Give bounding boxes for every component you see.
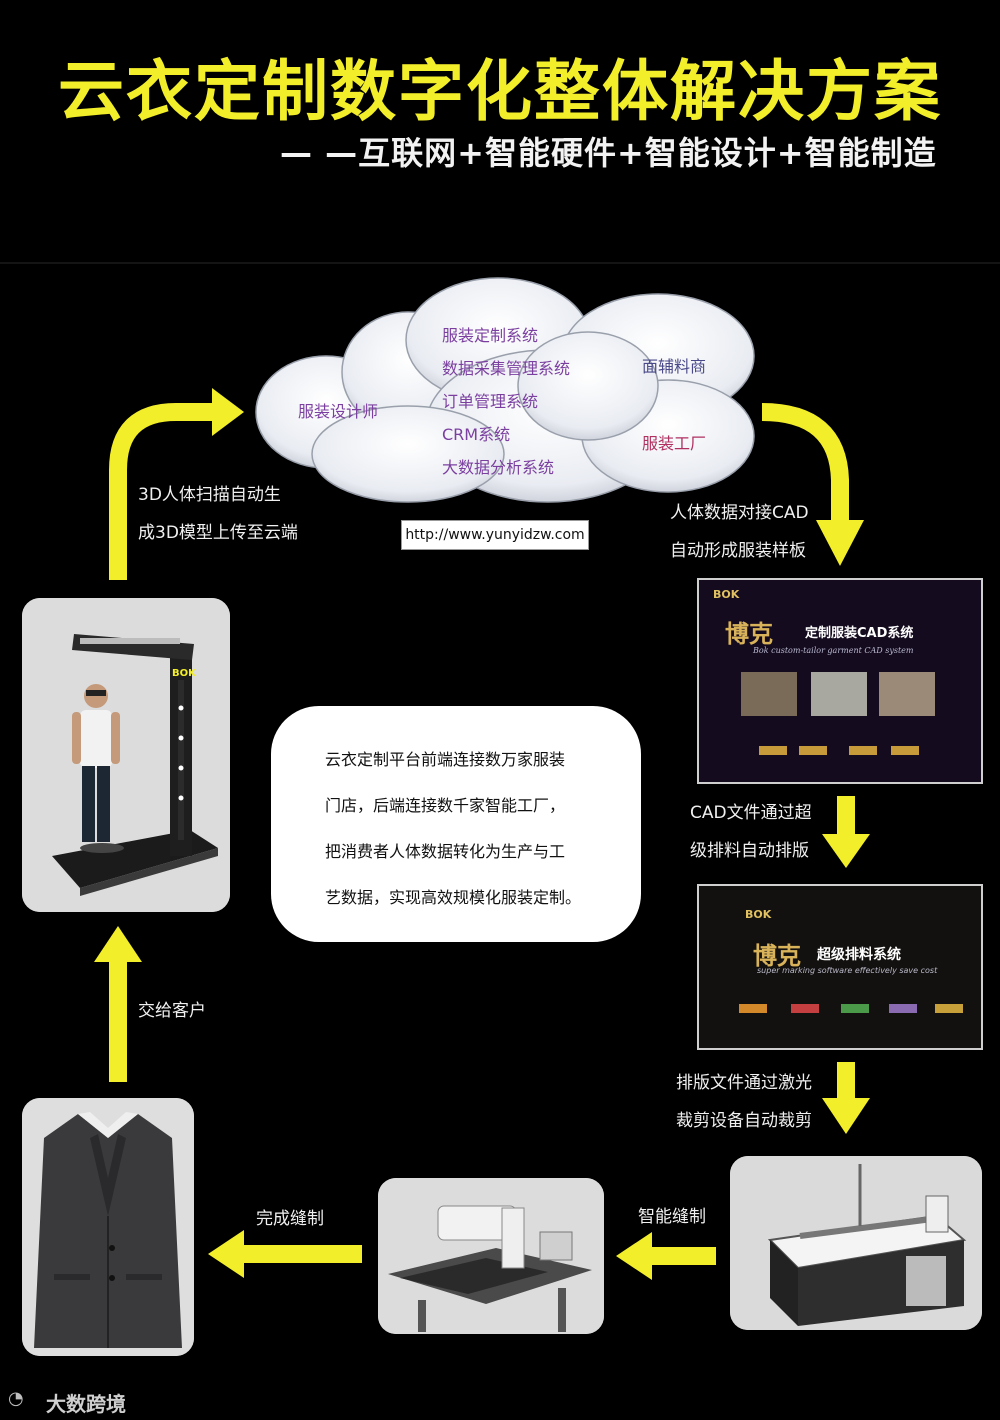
info-line-1: 云衣定制平台前端连接数万家服装 — [325, 750, 566, 769]
step-cad-line-1: 人体数据对接CAD — [670, 503, 809, 523]
watermark-text: 大数跨境 — [46, 1392, 126, 1416]
cloud-designer-label: 服装设计师 — [298, 402, 379, 421]
marking-software-screenshot: BOK 博克 超级排料系统 super marking software eff… — [697, 884, 983, 1050]
cloud-system-4: CRM系统 — [442, 425, 511, 444]
cad-thumb-1 — [741, 672, 797, 716]
step-scan-line-1: 3D人体扫描自动生 — [138, 485, 281, 505]
page-subtitle: — —互联网+智能硬件+智能设计+智能制造 — [280, 134, 937, 172]
cad-button-3[interactable] — [849, 746, 877, 755]
laser-cutter-illustration — [730, 1156, 982, 1330]
cloud-system-2: 数据采集管理系统 — [442, 359, 571, 378]
marking-english-name: super marking software effectively save … — [757, 966, 938, 975]
cad-software-screenshot: BOK 博克 定制服装CAD系统 Bok custom-tailor garme… — [697, 578, 983, 784]
cloud-graphic — [255, 277, 755, 503]
step-cutting-line-2: 裁剪设备自动裁剪 — [676, 1111, 812, 1131]
arrowhead-cad-to-marking — [822, 834, 870, 868]
header-divider — [0, 262, 1000, 264]
cad-english-name: Bok custom-tailor garment CAD system — [753, 646, 914, 655]
arrow-scan-to-cloud — [109, 403, 214, 580]
step-cad-line-2: 自动形成服装样板 — [670, 541, 806, 561]
marking-button-3[interactable] — [841, 1004, 869, 1013]
info-line-4: 艺数据，实现高效规模化服装定制。 — [325, 888, 582, 907]
step-marking-line-2: 级排料自动排版 — [690, 841, 809, 861]
cloud-factory-label: 服装工厂 — [642, 434, 707, 453]
cloud-supplier-label: 面辅料商 — [642, 357, 707, 376]
cloud-system-1: 服装定制系统 — [442, 326, 539, 345]
info-bubble: 云衣定制平台前端连接数万家服装 门店，后端连接数千家智能工厂， 把消费者人体数据… — [271, 706, 641, 942]
scanner-brand-logo: BOK — [172, 668, 196, 679]
marking-button-1[interactable] — [739, 1004, 767, 1013]
cad-button-2[interactable] — [799, 746, 827, 755]
arrowhead-cloud-to-cad — [816, 520, 864, 566]
step-marking-line-1: CAD文件通过超 — [690, 803, 812, 823]
cad-button-1[interactable] — [759, 746, 787, 755]
marking-button-5[interactable] — [935, 1004, 963, 1013]
arrowhead-marking-to-cutting — [822, 1098, 870, 1134]
arrowhead-cutting-to-sewing — [616, 1232, 652, 1280]
arrowhead-sewing-to-jacket — [208, 1230, 244, 1278]
watermark-logo-icon: ◔ — [8, 1388, 24, 1409]
cad-product-name: 定制服装CAD系统 — [805, 626, 914, 641]
cad-logo: BOK — [713, 588, 740, 601]
cloud-system-3: 订单管理系统 — [442, 392, 539, 411]
laser-cutter-photo — [730, 1156, 982, 1330]
marking-logo: BOK — [745, 908, 772, 921]
marking-button-2[interactable] — [791, 1004, 819, 1013]
marking-brand: 博克 — [753, 942, 801, 970]
step-cutting-line-1: 排版文件通过激光 — [676, 1073, 812, 1093]
cloud-system-5: 大数据分析系统 — [442, 458, 555, 477]
finished-jacket-photo — [22, 1098, 194, 1356]
arrowhead-scan-to-cloud — [212, 388, 244, 436]
page-title: 云衣定制数字化整体解决方案 — [58, 53, 942, 130]
marking-product-name: 超级排料系统 — [817, 947, 901, 963]
info-line-2: 门店，后端连接数千家智能工厂， — [325, 796, 566, 815]
website-url[interactable]: http://www.yunyidzw.com — [401, 520, 589, 550]
step-deliver-label: 交给客户 — [138, 1001, 206, 1021]
step-scan-line-2: 成3D模型上传至云端 — [138, 523, 298, 543]
jacket-illustration — [22, 1098, 194, 1356]
info-line-3: 把消费者人体数据转化为生产与工 — [325, 842, 566, 861]
marking-button-4[interactable] — [889, 1004, 917, 1013]
step-finish-label: 完成缝制 — [256, 1209, 324, 1229]
body-scanner-illustration — [22, 598, 230, 912]
sewing-machine-illustration — [378, 1178, 604, 1334]
sewing-machine-photo — [378, 1178, 604, 1334]
body-scanner-photo: BOK — [22, 598, 230, 912]
step-sewing-label: 智能缝制 — [638, 1207, 706, 1227]
arrow-cloud-to-cad — [761, 403, 849, 520]
cad-thumb-2 — [811, 672, 867, 716]
cad-button-4[interactable] — [891, 746, 919, 755]
cad-thumb-3 — [879, 672, 935, 716]
cad-brand: 博克 — [725, 620, 773, 648]
arrowhead-deliver-up — [94, 926, 142, 962]
